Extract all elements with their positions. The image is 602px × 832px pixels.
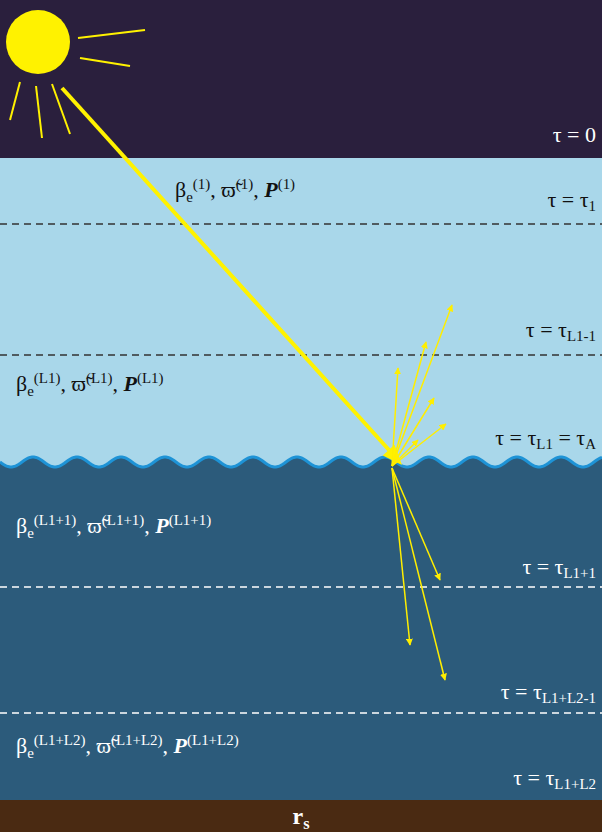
text-run: P (155, 513, 168, 538)
layer-property-text: βe(L1), ϖ̃(L1), P(L1) (16, 364, 164, 405)
atmosphere-band: βe(1), ϖ̃(1), P(1)βe(L1), ϖ̃(L1), P(L1) (0, 158, 602, 462)
text-run: A (585, 436, 596, 452)
text-run: β (16, 733, 27, 758)
text-run: (L1+L2) (34, 732, 86, 748)
optical-depth-label: τ = τ1 (547, 186, 596, 220)
bottom-surface-band: rs (0, 800, 602, 832)
space-background (0, 0, 602, 158)
bottom-surface (0, 800, 602, 832)
text-run: β (16, 513, 27, 538)
sea-surface-wave (0, 457, 602, 467)
text-run: L1+L2-1 (542, 690, 596, 706)
text-run: e (27, 745, 34, 761)
text-run: , (144, 513, 155, 538)
scattered-ray (392, 305, 452, 466)
ocean-band: βe(L1+1), ϖ̃(L1+1), P(L1+1)βe(L1+L2), ϖ̃… (0, 462, 602, 800)
text-run: τ = τ (522, 554, 563, 579)
text-run: (L1) (34, 370, 61, 386)
text-run: (1) (278, 176, 295, 192)
text-run: τ = 0 (553, 122, 596, 147)
layer-property-text: βe(1), ϖ̃(1), P(1) (175, 170, 295, 211)
optical-depth-label: τ = τL1+L2-1 (501, 678, 596, 712)
optical-depth-label: τ = τL1+1 (522, 553, 596, 587)
transmitted-ray (392, 468, 445, 680)
text-run: (L1+1) (169, 512, 211, 528)
text-run: , (253, 177, 264, 202)
text-run: (L1+L2) (187, 732, 239, 748)
layer-boundary (0, 712, 602, 714)
text-run: (L1+1) (102, 512, 144, 528)
text-run: (L1+1) (34, 512, 76, 528)
light-paths (62, 88, 452, 680)
sun-ray (36, 86, 42, 138)
scattered-ray (392, 342, 426, 466)
text-run: , ϖ̃ (60, 371, 85, 396)
text-run: 1 (589, 198, 596, 214)
transmitted-ray (392, 468, 410, 645)
scattered-ray (392, 398, 434, 466)
text-run: (1) (236, 176, 253, 192)
text-run: , (163, 733, 174, 758)
text-run: L1+L2 (554, 776, 596, 792)
sun-ray (10, 82, 20, 120)
text-run: τ = τ (513, 765, 554, 790)
text-run: P (123, 371, 136, 396)
text-run: (L1) (86, 370, 113, 386)
layer-property-text: rs (292, 802, 309, 832)
text-run: s (303, 814, 309, 832)
text-run: , ϖ̃ (85, 733, 110, 758)
text-run: r (292, 803, 303, 829)
text-run: L1-1 (567, 328, 596, 344)
text-run: τ = τ (495, 425, 536, 450)
scattered-ray (392, 424, 446, 466)
text-run: P (174, 733, 187, 758)
text-run: τ = τ (547, 187, 588, 212)
text-run: = τ (553, 425, 585, 450)
layer-property-text: βe(L1+1), ϖ̃(L1+1), P(L1+1) (16, 506, 211, 547)
incident-ray (62, 88, 389, 450)
optical-depth-label: τ = τL1+L2 (513, 764, 596, 798)
layer-boundary (0, 586, 602, 588)
scattered-ray (392, 440, 418, 466)
optical-depth-label: τ = τL1-1 (526, 316, 596, 350)
scattered-ray (392, 368, 398, 466)
text-run: , (112, 371, 123, 396)
text-run: (L1) (137, 370, 164, 386)
sun-symbol (6, 10, 145, 138)
optical-depth-label: τ = τL1 = τA (495, 424, 596, 458)
text-run: τ = τ (526, 317, 567, 342)
text-run: e (27, 383, 34, 399)
layer-property-text: βe(L1+L2), ϖ̃(L1+L2), P(L1+L2) (16, 726, 239, 767)
text-run: L1 (536, 436, 553, 452)
text-run: e (27, 525, 34, 541)
layer-boundary (0, 223, 602, 225)
optical-depth-label: τ = 0 (553, 121, 596, 149)
ocean-layer (0, 457, 602, 800)
atmosphere-background (0, 158, 602, 488)
text-run: (1) (193, 176, 210, 192)
ocean-background (0, 457, 602, 800)
text-run: P (264, 177, 277, 202)
text-run: β (175, 177, 186, 202)
sun-ray (78, 30, 145, 38)
sun-disc (6, 10, 70, 74)
sun-ray (80, 58, 130, 66)
text-run: , ϖ̃ (76, 513, 101, 538)
text-run: τ = τ (501, 679, 542, 704)
text-run: L1+1 (563, 565, 596, 581)
text-run: e (186, 189, 193, 205)
text-run: β (16, 371, 27, 396)
text-run: , ϖ̃ (210, 177, 235, 202)
text-run: (L1+L2) (111, 732, 163, 748)
